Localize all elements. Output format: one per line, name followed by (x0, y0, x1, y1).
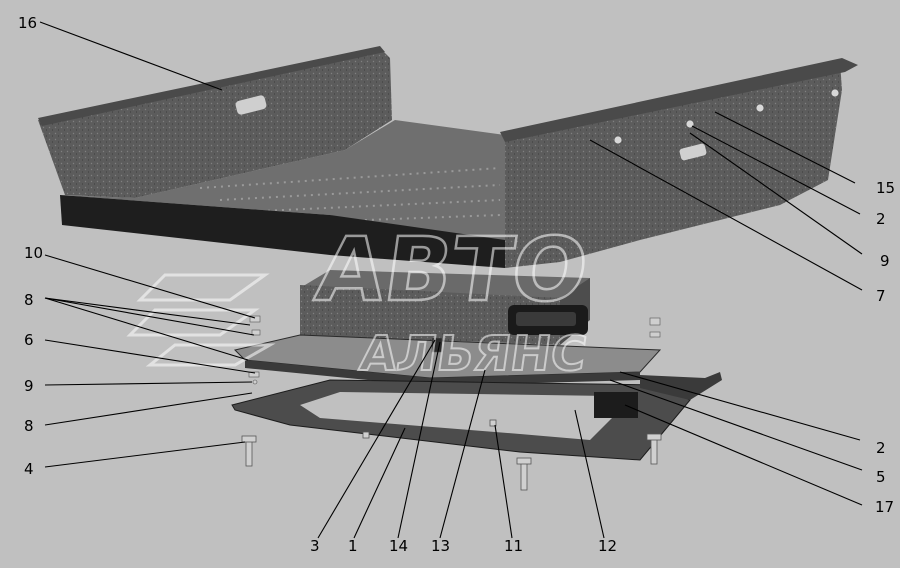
tray-wall-bolts (613, 88, 840, 145)
callout-6: 6 (24, 331, 34, 349)
callout-13: 13 (431, 537, 450, 555)
tray-left-wall (38, 48, 392, 198)
tray-right-handle-slot (679, 143, 707, 161)
callout-14: 14 (389, 537, 408, 555)
callout-3: 3 (310, 537, 320, 555)
callout-10: 10 (24, 244, 43, 262)
tray-right-wall (505, 62, 842, 268)
callout-12: 12 (598, 537, 617, 555)
callout-9-lower: 9 (24, 377, 34, 395)
callout-2-lower: 2 (876, 439, 886, 457)
callout-8-upper: 8 (24, 291, 34, 309)
bottom-frame (231, 372, 722, 461)
callout-15: 15 (876, 179, 895, 197)
callout-8-lower: 8 (24, 417, 34, 435)
callout-1: 1 (348, 537, 358, 555)
callouts: 16 15 2 9 7 10 8 6 9 8 4 2 5 17 3 1 14 1… (18, 14, 895, 555)
tray-floor-ribs (199, 167, 501, 225)
tray-front-lip (60, 195, 505, 268)
callout-9-upper: 9 (880, 252, 890, 270)
relay-box (594, 392, 638, 418)
tray-left-handle-slot (235, 95, 267, 115)
frame-bracket (640, 372, 722, 400)
watermark-line2: АЛЬЯНС (356, 326, 590, 382)
callout-4: 4 (24, 460, 34, 478)
callout-17: 17 (875, 498, 894, 516)
callout-7: 7 (876, 287, 886, 305)
tray-right-flange (500, 58, 858, 142)
watermark: АВТО АЛЬЯНС (126, 217, 596, 383)
watermark-line1: АВТО (310, 218, 594, 320)
callout-16: 16 (18, 14, 37, 32)
mounting-bolts (241, 419, 662, 491)
battery-tray (38, 46, 858, 268)
callout-2-upper: 2 (876, 210, 886, 228)
callout-5: 5 (876, 468, 886, 486)
small-hardware (248, 315, 661, 385)
leader-lines (39, 21, 863, 539)
callout-11: 11 (504, 537, 523, 555)
battery-block (300, 270, 590, 345)
